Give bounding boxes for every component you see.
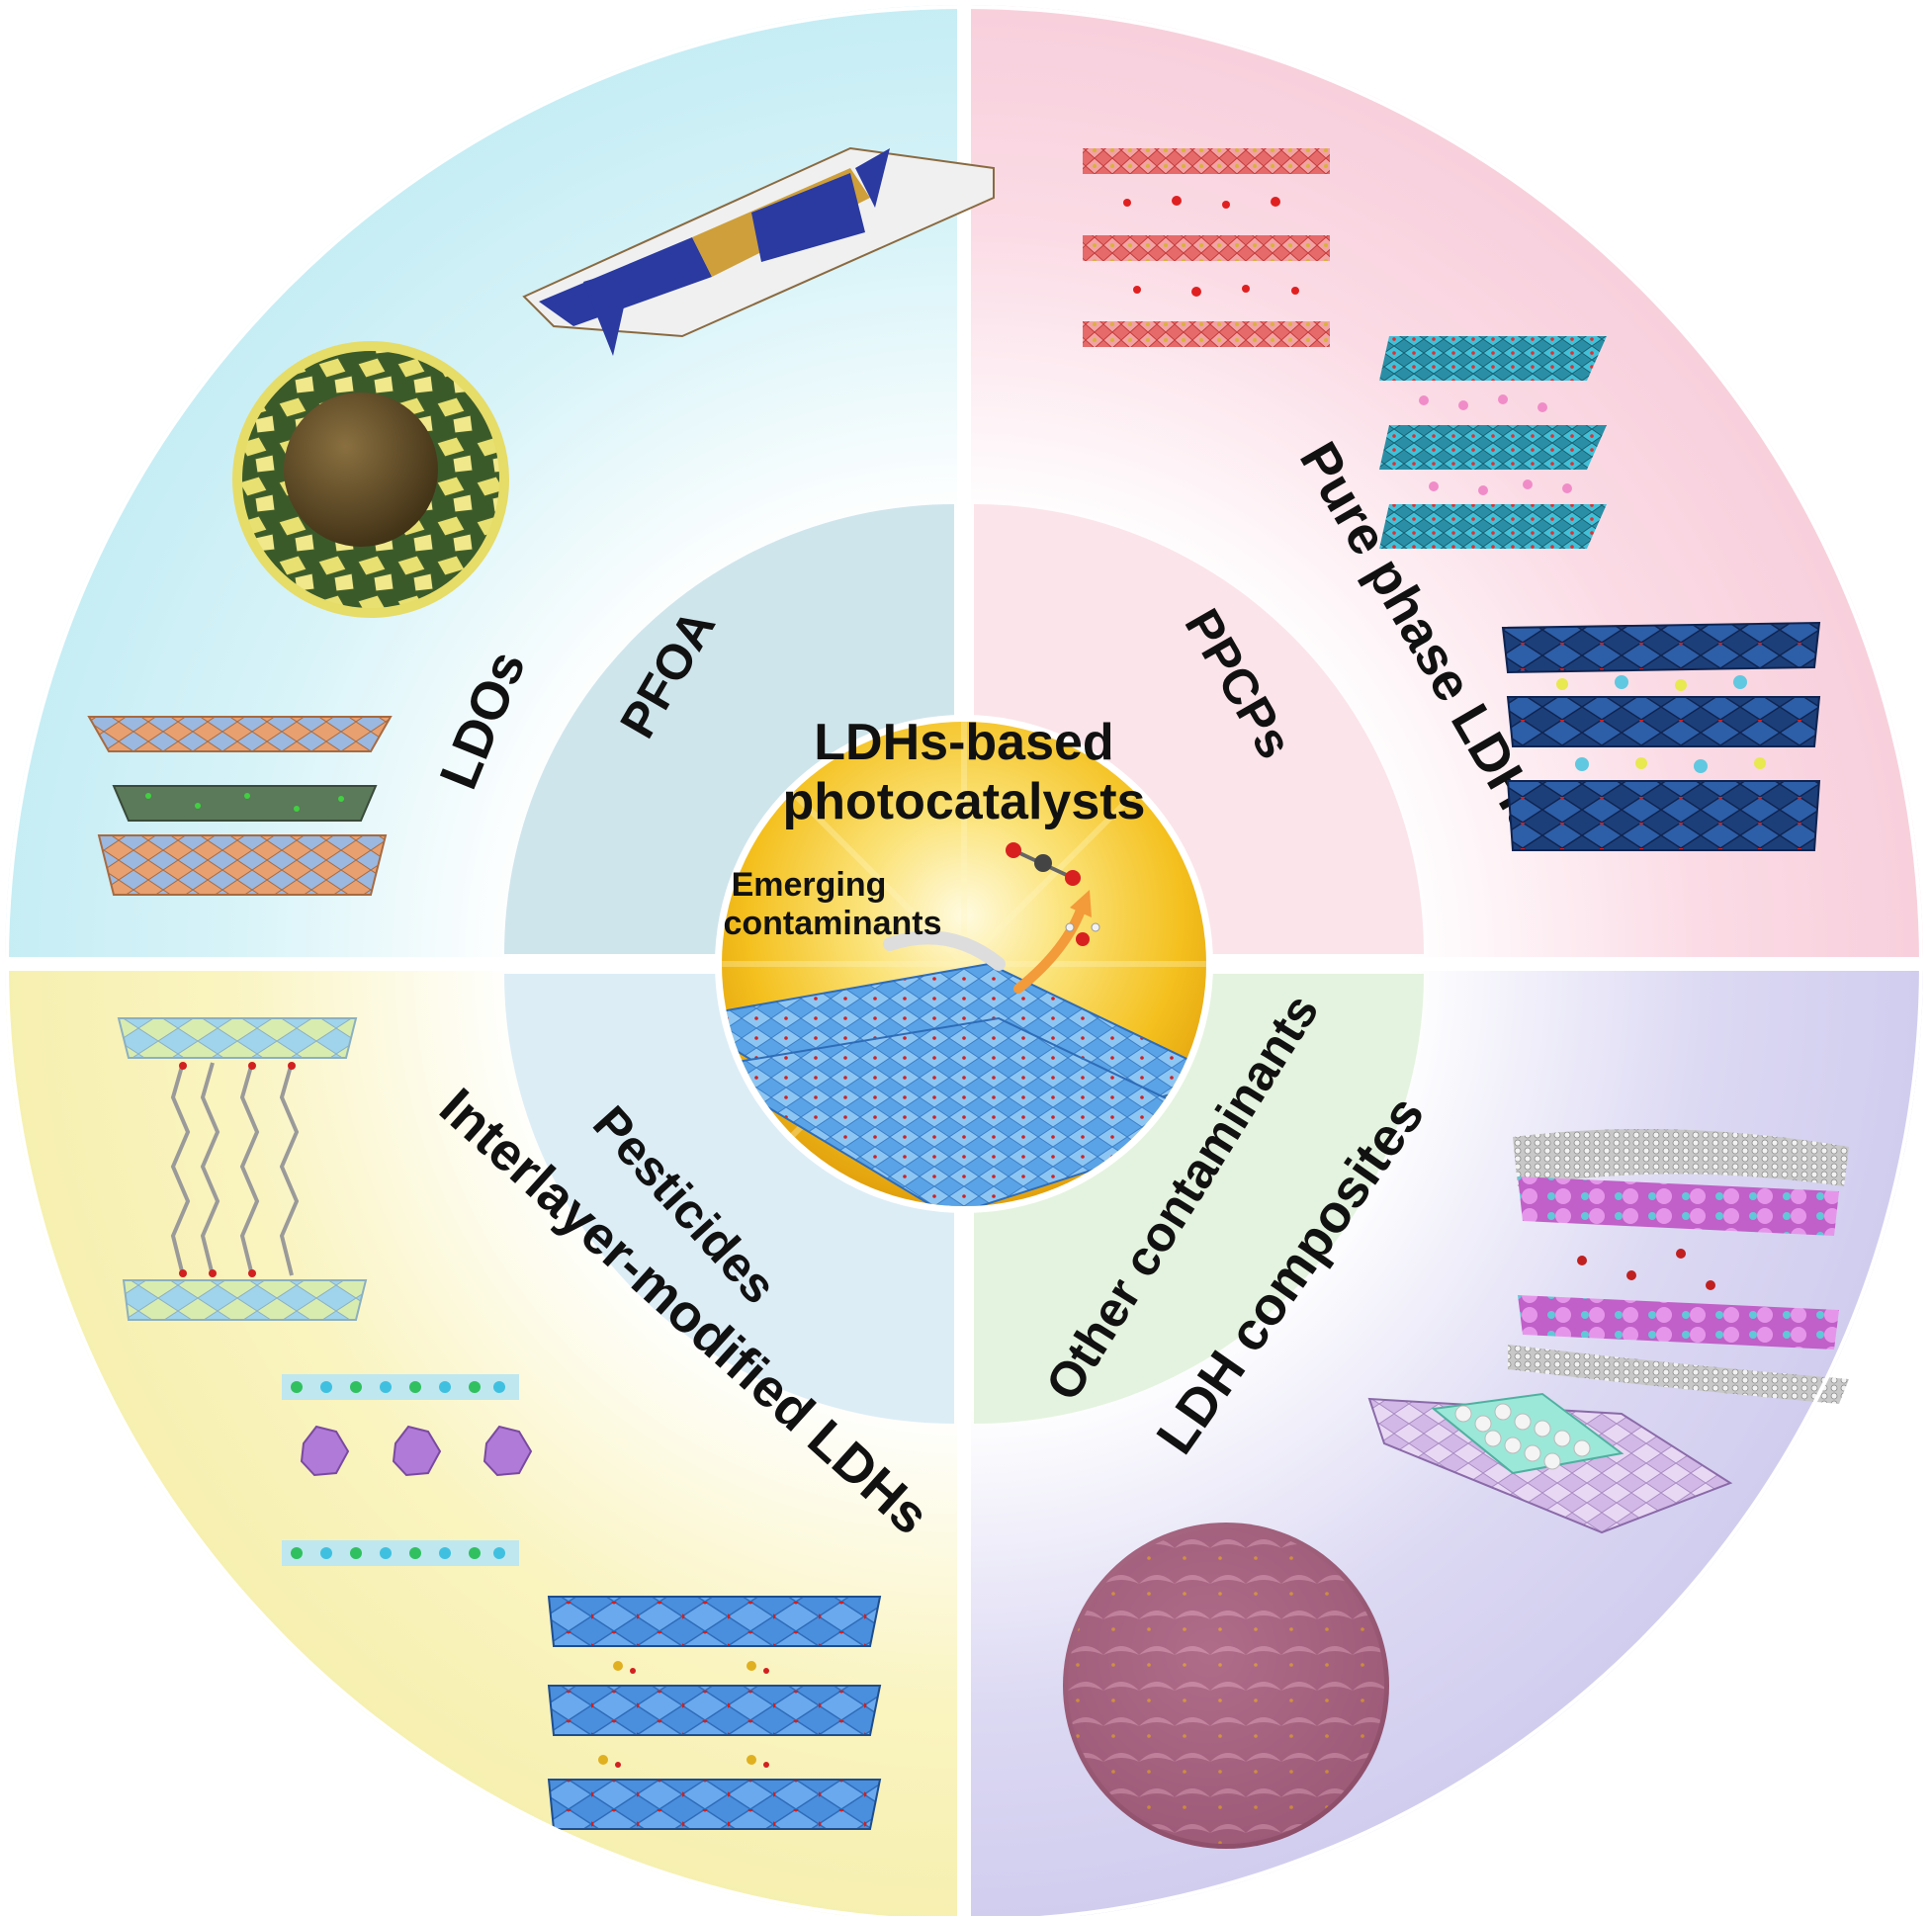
center-subtitle-line2: contaminants bbox=[723, 905, 941, 942]
interlayer-polyoxometalate-image bbox=[282, 1374, 533, 1566]
interlayer-surfactant-image bbox=[117, 1017, 368, 1321]
composite-sandwich-image bbox=[1508, 1129, 1849, 1404]
pure-ldh-navy-layers-image bbox=[1501, 621, 1821, 851]
center-badge: LDHs-based photocatalysts Emerging conta… bbox=[715, 714, 1213, 1213]
ldo-layered-sheet-image bbox=[522, 146, 995, 356]
center-title-line1: LDHs-based bbox=[814, 714, 1113, 771]
center-title-line2: photocatalysts bbox=[783, 773, 1146, 830]
ldo-hollow-sphere-image bbox=[232, 341, 509, 618]
co2-molecule bbox=[1006, 842, 1081, 886]
composite-flower-image bbox=[1063, 1523, 1389, 1849]
ldo-stacked-layers-image bbox=[87, 716, 393, 896]
pure-ldh-red-layers-image bbox=[1083, 148, 1330, 347]
pure-ldh-teal-layers-image bbox=[1379, 336, 1607, 549]
composite-nanoparticle-sheet-image bbox=[1367, 1392, 1733, 1534]
interlayer-blue-octahedra-image bbox=[547, 1596, 882, 1830]
water-molecule bbox=[1065, 922, 1100, 946]
center-subtitle-line1: Emerging bbox=[732, 866, 887, 904]
ldh-sheet-illustration bbox=[722, 722, 1206, 1206]
